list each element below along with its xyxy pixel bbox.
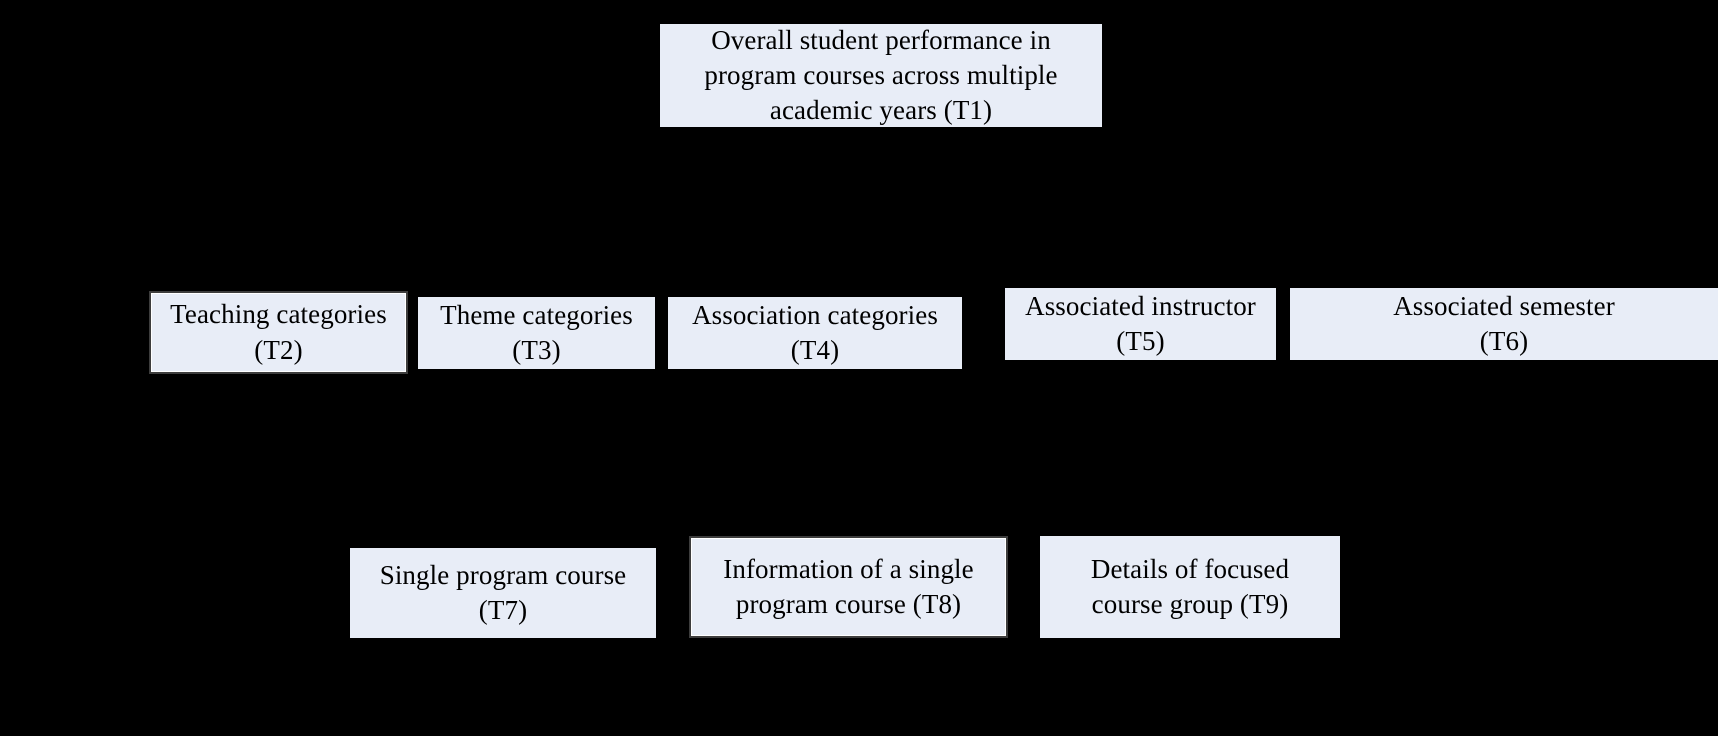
task-node-t6[interactable]: Associated semester (T6) — [1290, 288, 1718, 360]
task-node-label: Teaching categories (T2) — [170, 299, 387, 365]
task-node-t1[interactable]: Overall student performance in program c… — [660, 24, 1102, 127]
task-node-label: Information of a single program course (… — [723, 553, 974, 619]
task-node-label: Theme categories (T3) — [440, 299, 633, 365]
task-node-t9[interactable]: Details of focused course group (T9) — [1040, 536, 1340, 638]
task-node-label: Associated semester (T6) — [1393, 290, 1615, 356]
task-node-label: Overall student performance in program c… — [704, 24, 1058, 126]
task-node-label: Details of focused course group (T9) — [1090, 553, 1290, 619]
task-node-t5[interactable]: Associated instructor (T5) — [1005, 288, 1276, 360]
task-node-t3[interactable]: Theme categories (T3) — [418, 297, 655, 369]
task-node-label: Association categories (T4) — [692, 299, 938, 365]
task-node-t7[interactable]: Single program course (T7) — [350, 548, 656, 638]
task-node-t4[interactable]: Association categories (T4) — [668, 297, 962, 369]
task-node-label: Single program course (T7) — [379, 559, 627, 625]
task-node-label: Associated instructor (T5) — [1025, 290, 1256, 356]
task-node-t2[interactable]: Teaching categories (T2) — [149, 291, 408, 374]
task-node-t8[interactable]: Information of a single program course (… — [689, 536, 1008, 638]
